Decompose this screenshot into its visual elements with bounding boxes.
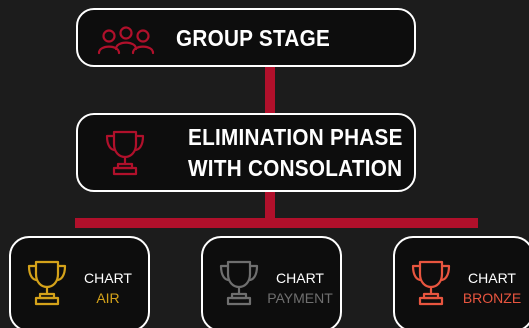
connector-group-to-elimination (265, 67, 275, 113)
trophy-icon (219, 260, 259, 306)
chart-title: CHART (468, 270, 516, 286)
chart-title: CHART (276, 270, 324, 286)
connector-elimination-down (265, 192, 275, 220)
elimination-label-line2: WITH CONSOLATION (188, 155, 403, 181)
trophy-icon (105, 130, 145, 176)
elimination-label-line1: ELIMINATION PHASE (188, 124, 403, 150)
group-stage-box: GROUP STAGE (76, 8, 416, 67)
chart-air-label: CHART AIR (73, 268, 143, 308)
elimination-phase-label: ELIMINATION PHASE WITH CONSOLATION (188, 122, 403, 184)
chart-title: CHART (84, 270, 132, 286)
elimination-phase-box: ELIMINATION PHASE WITH CONSOLATION (76, 113, 416, 192)
chart-bronze-box: CHART BRONZE (393, 236, 529, 328)
chart-subtitle: AIR (96, 290, 120, 306)
trophy-icon (411, 260, 451, 306)
trophy-icon (27, 260, 67, 306)
chart-subtitle: PAYMENT (267, 290, 333, 306)
chart-air-box: CHART AIR (9, 236, 150, 328)
chart-subtitle: BRONZE (462, 290, 522, 306)
chart-payment-box: CHART PAYMENT (201, 236, 342, 328)
chart-bronze-label: CHART BRONZE (457, 268, 527, 308)
group-users-icon (97, 26, 155, 55)
group-stage-label: GROUP STAGE (176, 25, 331, 51)
connector-branch-bar (75, 218, 478, 228)
chart-payment-label: CHART PAYMENT (265, 268, 335, 308)
